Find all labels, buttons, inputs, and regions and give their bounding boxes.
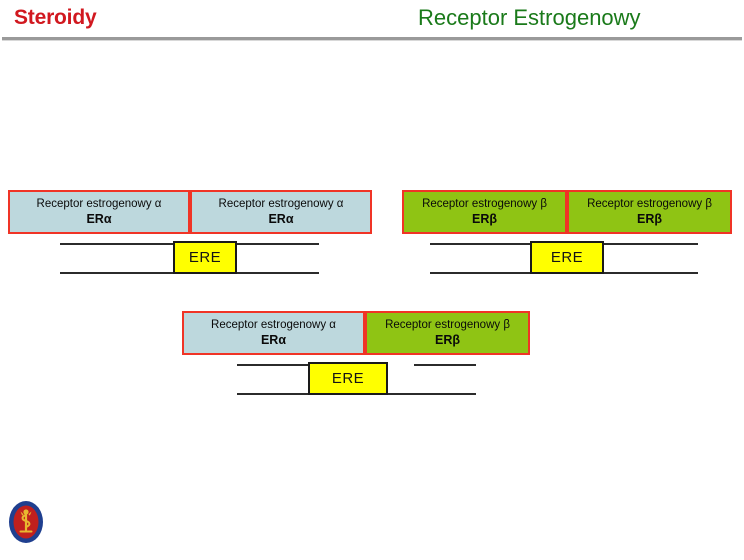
receptor-box-beta[interactable]: Receptor estrogenowy β ERβ <box>365 311 530 355</box>
dna-strand-assembly: ERE <box>182 355 530 399</box>
university-seal-logo <box>8 499 44 545</box>
receptor-box-alpha-left[interactable]: Receptor estrogenowy α ERα <box>8 190 190 234</box>
header-divider <box>2 37 742 41</box>
receptor-box-alpha[interactable]: Receptor estrogenowy α ERα <box>182 311 365 355</box>
receptor-box-symbol: ERβ <box>637 211 662 226</box>
receptor-box-symbol: ERα <box>86 211 112 226</box>
ere-element-box[interactable]: ERE <box>308 362 388 395</box>
receptor-box-name: Receptor estrogenowy α <box>36 198 162 211</box>
ere-element-box[interactable]: ERE <box>530 241 604 274</box>
diagram-group-homodimer-alpha: Receptor estrogenowy α ERα Receptor estr… <box>8 190 372 278</box>
dna-strand-assembly: ERE <box>8 234 372 278</box>
diagram-group-homodimer-beta: Receptor estrogenowy β ERβ Receptor estr… <box>402 190 732 278</box>
ere-label: ERE <box>331 370 365 387</box>
seal-icon <box>9 501 43 543</box>
receptor-box-name: Receptor estrogenowy β <box>422 198 547 211</box>
receptor-box-name: Receptor estrogenowy β <box>385 319 510 332</box>
receptor-box-name: Receptor estrogenowy α <box>218 198 344 211</box>
page-title-left: Steroidy <box>14 6 97 29</box>
dna-upper-strand-left <box>430 243 534 245</box>
dna-strand-assembly: ERE <box>402 234 732 278</box>
dna-upper-strand-right <box>600 243 698 245</box>
receptor-box-beta-right[interactable]: Receptor estrogenowy β ERβ <box>567 190 732 234</box>
ere-element-box[interactable]: ERE <box>173 241 237 274</box>
receptor-box-beta-left[interactable]: Receptor estrogenowy β ERβ <box>402 190 567 234</box>
receptor-box-name: Receptor estrogenowy β <box>587 198 712 211</box>
receptor-dimer-row: Receptor estrogenowy α ERα Receptor estr… <box>182 311 530 355</box>
diagram-group-heterodimer: Receptor estrogenowy α ERα Receptor estr… <box>182 311 530 399</box>
ere-label: ERE <box>550 249 584 266</box>
receptor-box-symbol: ERβ <box>472 211 497 226</box>
dna-upper-strand-right <box>414 364 476 366</box>
receptor-dimer-row: Receptor estrogenowy α ERα Receptor estr… <box>8 190 372 234</box>
dna-upper-strand-left <box>237 364 308 366</box>
ere-label: ERE <box>188 249 222 266</box>
receptor-dimer-row: Receptor estrogenowy β ERβ Receptor estr… <box>402 190 732 234</box>
page-title-right: Receptor Estrogenowy <box>418 5 641 30</box>
receptor-box-symbol: ERα <box>268 211 294 226</box>
receptor-box-name: Receptor estrogenowy α <box>211 319 336 332</box>
dna-upper-strand-right <box>233 243 319 245</box>
receptor-box-alpha-right[interactable]: Receptor estrogenowy α ERα <box>190 190 372 234</box>
slide-header: Steroidy Receptor Estrogenowy <box>0 0 744 41</box>
receptor-box-symbol: ERα <box>260 332 287 347</box>
receptor-box-symbol: ERβ <box>435 332 460 347</box>
dna-upper-strand-left <box>60 243 177 245</box>
